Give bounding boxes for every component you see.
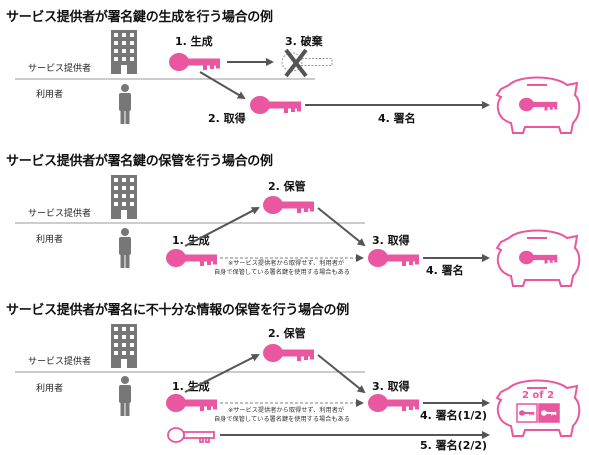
s2-step-obtain: 3. 取得 [372, 234, 410, 247]
s2-note: ※サービス提供者から取得せず、利用者が 自身で保管している署名鍵を使用する場合も… [214, 259, 350, 277]
section3-title: サービス提供者が署名に不十分な情報の保管を行う場合の例 [6, 303, 349, 318]
s1-key-obtained-icon [250, 96, 301, 114]
s2-key-generated-icon [166, 249, 217, 267]
s3-note: ※サービス提供者から取得せず、利用者が 自身で保管している署名鍵を使用する場合も… [214, 406, 350, 424]
s1-step-destroy: 3. 破棄 [285, 35, 323, 48]
s3-step-store: 2. 保管 [268, 327, 306, 340]
s2-arrow-obtain [317, 207, 366, 247]
s3-step-obtain: 3. 取得 [372, 380, 410, 393]
s3-piggy-bank-icon: 2 of 2 [496, 379, 581, 437]
section2-user-label: 利用者 [36, 235, 64, 245]
s3-arrow-store [184, 354, 260, 393]
section2-provider-label: サービス提供者 [28, 209, 92, 219]
section2 [15, 175, 581, 287]
s3-step-sign-2: 5. 署名(2/2) [420, 439, 488, 452]
s2-step-store: 2. 保管 [268, 180, 306, 193]
s1-piggy-bank-icon [496, 76, 581, 134]
s3-key-generated-icon [166, 394, 217, 412]
s2-step-sign: 4. 署名 [426, 264, 464, 277]
section1 [15, 30, 581, 134]
s2-note-line2: 自身で保管している署名鍵を使用する場合もある [214, 269, 350, 276]
s2-building-icon [111, 175, 137, 219]
s3-vault-label: 2 of 2 [522, 390, 554, 401]
s2-key-stored-icon [263, 196, 314, 214]
s3-key-stored-icon [263, 344, 314, 362]
s2-piggy-bank-icon [496, 229, 581, 287]
section3: 2 of 2 [15, 324, 581, 443]
s3-arrow-obtain [317, 354, 366, 394]
s3-person-icon [119, 376, 131, 416]
s1-step-obtain: 2. 取得 [208, 112, 246, 125]
s2-person-icon [119, 228, 131, 268]
s3-note-line1: ※サービス提供者から取得せず、利用者が [228, 407, 345, 414]
s1-person-icon [119, 84, 131, 124]
section1-user-label: 利用者 [36, 90, 64, 100]
s1-step-generate: 1. 生成 [175, 35, 213, 48]
s3-building-icon [111, 324, 137, 368]
s1-step-sign: 4. 署名 [378, 112, 416, 125]
section1-provider-label: サービス提供者 [28, 64, 92, 74]
section2-title: サービス提供者が署名鍵の保管を行う場合の例 [6, 154, 273, 169]
s1-building-icon [111, 30, 137, 74]
s2-arrow-store [184, 207, 260, 247]
section1-title: サービス提供者が署名鍵の生成を行う場合の例 [6, 10, 273, 25]
s3-note-line2: 自身で保管している署名鍵を使用する場合もある [214, 416, 350, 423]
s1-key-generated-icon [169, 53, 220, 71]
section3-provider-label: サービス提供者 [28, 357, 92, 367]
s2-note-line1: ※サービス提供者から取得せず、利用者が [228, 260, 345, 267]
s3-key-obtained-icon [368, 394, 419, 412]
s2-key-obtained-icon [368, 249, 419, 267]
s1-arrow-obtain [199, 71, 246, 100]
section3-user-label: 利用者 [36, 384, 64, 394]
s1-key-destroyed-icon [281, 48, 333, 78]
s3-key-outline-icon [167, 427, 215, 443]
s3-step-sign-1: 4. 署名(1/2) [420, 409, 488, 422]
